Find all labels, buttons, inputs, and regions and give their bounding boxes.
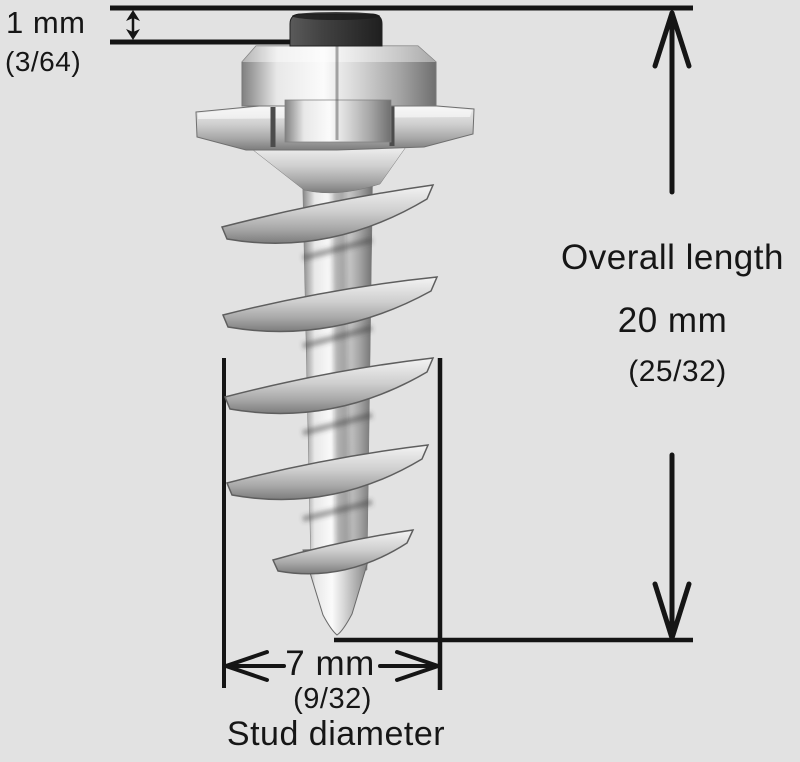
pin-height-double-arrow <box>126 10 140 40</box>
pin-protrusion-value: 1 mm <box>6 5 86 40</box>
flange-shoulder-cone <box>247 143 409 194</box>
arrow-down-icon <box>126 29 140 40</box>
thread-root-seams <box>302 237 373 522</box>
stud-diameter-fraction: (9/32) <box>293 683 372 715</box>
hex-head-chamfer <box>242 46 436 62</box>
overall-length-value: 20 mm <box>617 301 728 340</box>
stud-diameter-value: 7 mm <box>285 644 375 683</box>
pin-protrusion-fraction: (3/64) <box>5 46 82 77</box>
overall-length-label: Overall length <box>561 238 784 277</box>
dimension-lines-front <box>110 5 693 682</box>
overall-length-arrow-up <box>652 10 692 195</box>
thread-blade-3 <box>223 357 435 415</box>
stud-diameter-label: Stud diameter <box>226 715 446 753</box>
thread-blade-4 <box>225 444 430 501</box>
thread-blades <box>220 184 439 575</box>
diameter-arrow-left <box>224 650 286 682</box>
overall-length-arrow-down <box>652 452 692 641</box>
reference-lines-behind <box>222 358 693 690</box>
hex-head <box>241 45 437 107</box>
arrow-up-icon <box>126 10 140 21</box>
stud-screw-illustration <box>195 12 475 636</box>
diameter-arrow-right <box>378 650 440 682</box>
overall-length-fraction: (25/32) <box>628 355 727 388</box>
thread-blade-1 <box>220 184 435 244</box>
carbide-pin-top <box>292 12 380 20</box>
hex-head-front-face <box>284 99 392 143</box>
thread-blade-5 <box>271 529 415 575</box>
thread-blade-2 <box>221 276 439 333</box>
